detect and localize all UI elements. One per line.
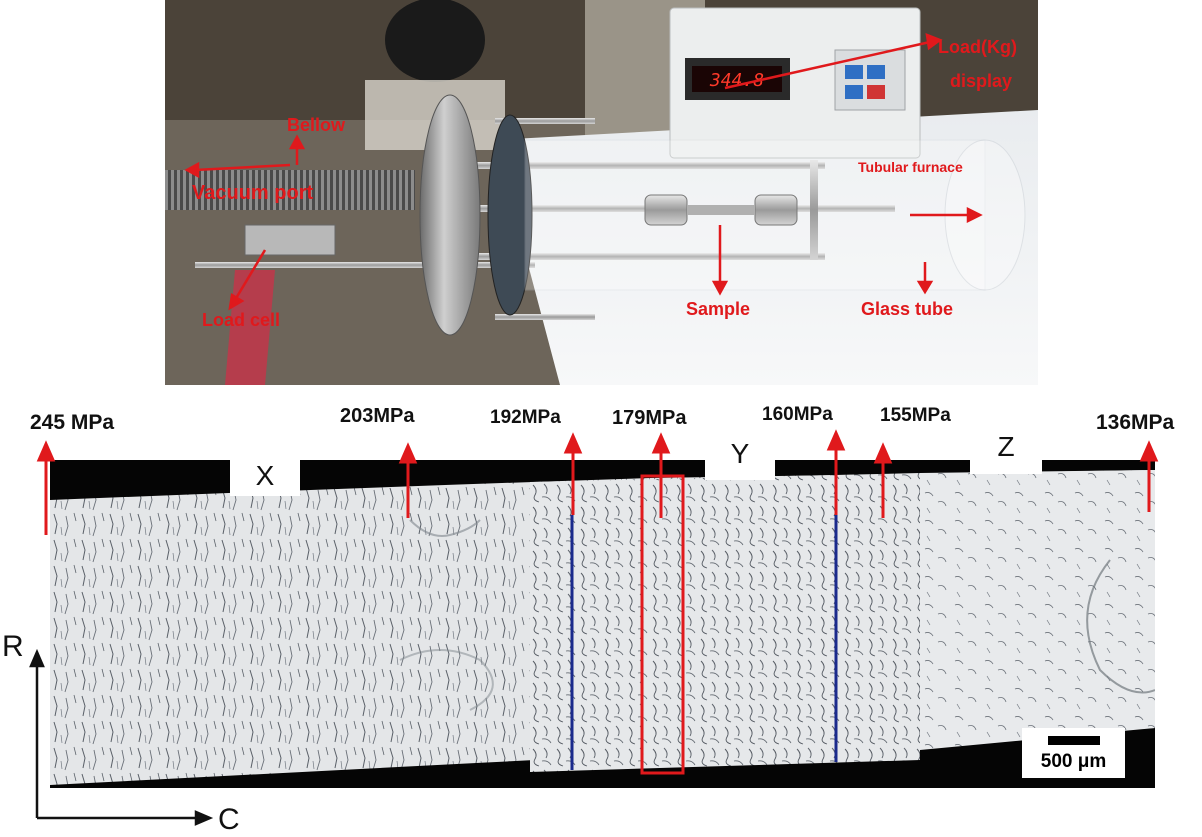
control-button-blue-2 [867, 65, 885, 79]
arrow-load-cell [233, 249, 267, 301]
specimen-zone-y [530, 473, 920, 772]
label-sample: Sample [686, 299, 751, 319]
scale-bar [1048, 736, 1100, 745]
arrow-vacuum-port [194, 163, 291, 172]
label-load-display-line1: Load(Kg) [938, 37, 1017, 57]
control-button-red [867, 85, 885, 99]
apparatus-illustration: 344.8 [165, 0, 1038, 385]
tie-rod-upper [465, 162, 825, 169]
tie-rod-bottom [495, 314, 595, 320]
stress-arrow-136 [1139, 440, 1159, 462]
flange-outer [419, 94, 481, 336]
control-button-blue-1 [845, 65, 863, 79]
stress-label-136: 136MPa [1096, 411, 1175, 434]
arrow-sample-head [711, 280, 729, 296]
zone-x-text: X [255, 460, 275, 491]
white-bench [495, 110, 1038, 385]
microstructure-micrograph [50, 460, 1155, 788]
axis-c-arrow [194, 810, 214, 826]
arrow-vacuum-port-head [184, 161, 200, 179]
arrow-load-display-head [925, 33, 943, 51]
stress-arrow-192 [563, 432, 583, 454]
stress-label-155: 155MPa [880, 405, 951, 426]
stress-label-245: 245 MPa [30, 411, 115, 434]
label-glass-tube: Glass tube [861, 299, 954, 319]
apparatus-photo: 344.8 [165, 0, 1038, 385]
micrograph-image [50, 460, 1155, 788]
stress-arrow-160 [826, 429, 846, 451]
control-panel [834, 49, 906, 111]
zone-x-label: X [230, 456, 300, 496]
tie-rod-top [495, 118, 595, 124]
arrow-load-cell-head [228, 292, 245, 311]
axis-r-arrow [29, 648, 45, 668]
stress-arrow-245 [36, 440, 56, 462]
load-cell-body [244, 224, 336, 256]
zone-z-text: Z [997, 431, 1015, 462]
load-display-unit [669, 7, 921, 159]
stress-label-203: 203MPa [340, 405, 415, 427]
stress-label-192: 192MPa [490, 407, 561, 428]
zone-y-text: Y [730, 438, 750, 469]
label-vacuum-port: Vacuum port [192, 182, 314, 204]
axis-c-label: C [218, 803, 240, 836]
arrow-tubular-furnace-head [966, 206, 983, 224]
grip-right [754, 194, 798, 226]
control-button-blue-3 [845, 85, 863, 99]
arrow-bellow-head [288, 134, 306, 150]
tensile-sample [687, 205, 755, 215]
zone-z-label: Z [970, 420, 1042, 474]
display-reading: 344.8 [709, 70, 764, 91]
label-load-cell: Load cell [202, 310, 281, 330]
specimen-zone-z [920, 470, 1155, 750]
axis-r-label: R [2, 630, 24, 663]
highlighted-region-box [640, 474, 685, 775]
arrow-glass-tube-head [916, 280, 934, 295]
scale-bar-label: 500 μm [1040, 751, 1107, 772]
grip-left [644, 194, 688, 226]
flange-inner [487, 114, 533, 316]
label-tubular-furnace: Tubular furnace [858, 159, 963, 175]
label-load-display-line2: display [950, 71, 1013, 91]
bellow [165, 170, 415, 210]
background-black-object [385, 0, 485, 82]
zone-y-label: Y [705, 428, 775, 480]
stress-label-179: 179MPa [612, 407, 687, 429]
tie-rod-lower [465, 253, 825, 260]
stress-arrow-179 [651, 432, 671, 454]
stress-label-160: 160MPa [762, 404, 833, 425]
tie-rod-lower-left [195, 262, 535, 268]
crosshead [810, 160, 818, 260]
arrow-load-display [724, 40, 931, 90]
annotation-arrows [184, 33, 983, 311]
label-bellow: Bellow [287, 115, 346, 135]
